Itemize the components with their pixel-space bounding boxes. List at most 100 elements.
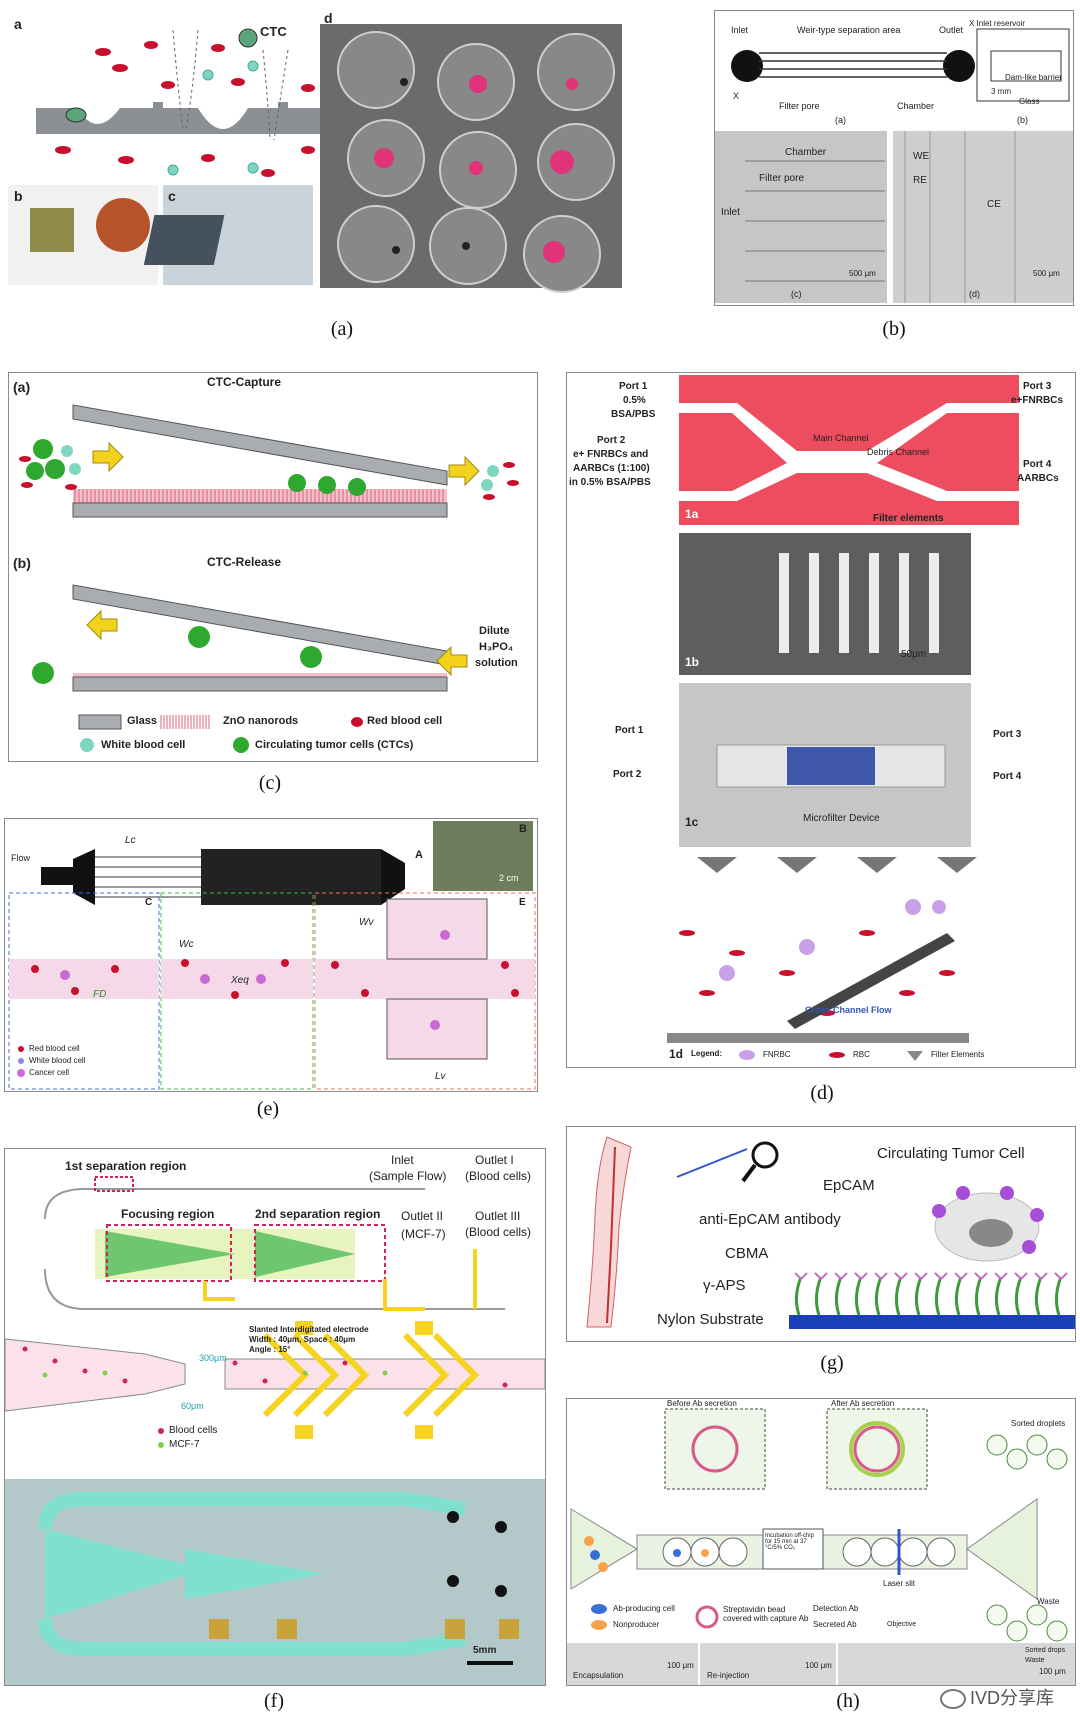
panel-g: Circulating Tumor Cell EpCAM anti-EpCAM … xyxy=(566,1126,1076,1342)
h-reinj: Re-injection xyxy=(707,1671,750,1680)
f-elec3: Angle : 15° xyxy=(249,1345,291,1354)
label-a: a xyxy=(14,16,22,32)
e-wc: Wc xyxy=(179,939,194,950)
g-epcam: EpCAM xyxy=(823,1177,875,1194)
f-focus: Focusing region xyxy=(121,1207,215,1221)
f-out3b: (Blood cells) xyxy=(465,1225,532,1239)
b-scale1: 500 μm xyxy=(849,269,876,278)
c-capture-title: CTC-Capture xyxy=(207,375,281,389)
e-lc: Lc xyxy=(125,835,136,846)
c-leg-glass: Glass xyxy=(127,715,157,727)
f-sample: (Sample Flow) xyxy=(369,1169,447,1183)
d-cross-flow: Cross Channel Flow xyxy=(805,1005,892,1015)
d-leg-rbc: RBC xyxy=(853,1050,870,1059)
d-port1: Port 1 xyxy=(619,381,648,392)
d-c-port4: Port 4 xyxy=(993,771,1022,782)
d-leg-fe: Filter Elements xyxy=(931,1050,985,1059)
c-leg-ctc: Circulating tumor cells (CTCs) xyxy=(255,739,414,751)
b-chamber: Chamber xyxy=(897,101,935,111)
d-port2d: in 0.5% BSA/PBS xyxy=(569,477,651,488)
label-c: c xyxy=(168,188,176,204)
h-waste2: Waste xyxy=(1025,1657,1045,1664)
e-leg-wbc: White blood cell xyxy=(29,1056,86,1065)
b-glass: Glass xyxy=(1019,97,1040,106)
h-secr: Secreted Ab xyxy=(813,1620,857,1629)
panel-g-graphics xyxy=(586,1136,1075,1329)
f-blood: Blood cells xyxy=(169,1425,218,1436)
f-scale: 5mm xyxy=(473,1645,497,1656)
d-1d: 1d xyxy=(669,1047,684,1061)
g-cbma: CBMA xyxy=(725,1245,769,1262)
e-xeq: Xeq xyxy=(231,975,249,986)
d-1c: 1c xyxy=(685,815,699,829)
g-nylon: Nylon Substrate xyxy=(657,1311,764,1328)
h-incub: Incubation off-chip for 15 min at 37 °C/… xyxy=(765,1533,814,1551)
c-leg-rbc: Red blood cell xyxy=(367,715,443,727)
h-sorted: Sorted droplets xyxy=(1011,1419,1066,1428)
caption-f: (f) xyxy=(264,1690,284,1712)
e-lv: Lv xyxy=(435,1071,446,1082)
panel-d-graphics xyxy=(667,375,1019,1061)
b-sub-d: (d) xyxy=(969,289,980,299)
panel-a: a b c d CTC xyxy=(8,10,682,306)
label-b: b xyxy=(14,188,23,204)
d-port3: Port 3 xyxy=(1023,381,1052,392)
b-sub-c: (c) xyxy=(791,289,802,299)
b-scale2: 500 μm xyxy=(1033,269,1060,278)
b-inlet-res: X Inlet reservoir xyxy=(969,19,1026,28)
panel-h: Before Ab secretion After Ab secretion S… xyxy=(566,1398,1076,1686)
d-port2c: AARBCs (1:100) xyxy=(573,463,650,474)
panel-b-graphics xyxy=(715,28,1073,303)
b-sub-b: (b) xyxy=(1017,115,1028,125)
d-port4b: AARBCs xyxy=(1017,473,1059,484)
d-legend: Legend: xyxy=(691,1049,723,1058)
panel-c: (a) CTC-Capture (b) CTC-Release Dilute H… xyxy=(8,372,538,762)
g-ctc: Circulating Tumor Cell xyxy=(877,1145,1025,1162)
h-laser: Laser slit xyxy=(883,1579,916,1588)
b-ce: CE xyxy=(987,199,1001,210)
e-E: E xyxy=(519,897,526,908)
e-fd: FD xyxy=(93,989,107,1000)
d-port3b: e+FNRBCs xyxy=(1011,395,1063,406)
b-3mm: 3 mm xyxy=(991,87,1011,96)
e-leg-rbc: Red blood cell xyxy=(29,1044,80,1053)
b-chamber-c: Chamber xyxy=(785,147,827,158)
e-A: A xyxy=(415,849,423,861)
d-port2: Port 2 xyxy=(597,435,626,446)
b-filter-pore: Filter pore xyxy=(779,101,820,111)
panel-a-graphics xyxy=(8,10,622,293)
e-C: C xyxy=(145,897,153,908)
caption-d: (d) xyxy=(810,1082,834,1104)
d-c-port3: Port 3 xyxy=(993,729,1022,740)
h-waste: Waste xyxy=(1037,1597,1060,1606)
d-1a: 1a xyxy=(685,507,699,521)
d-leg-fnrbc: FNRBC xyxy=(763,1050,791,1059)
f-out1: Outlet I xyxy=(475,1153,514,1167)
panel-b: Inlet Weir-type separation area Outlet X… xyxy=(714,10,1074,306)
panel-f-graphics xyxy=(5,1176,545,1685)
f-300um: 300μm xyxy=(199,1353,227,1363)
caption-g: (g) xyxy=(820,1352,844,1374)
b-outlet: Outlet xyxy=(939,25,964,35)
d-debris-channel: Debris Channel xyxy=(867,447,930,457)
d-c-port2: Port 2 xyxy=(613,769,642,780)
c-release-title: CTC-Release xyxy=(207,555,282,569)
b-inlet-c: Inlet xyxy=(721,207,740,218)
f-60um: 60μm xyxy=(181,1401,204,1411)
c-b-label: (b) xyxy=(13,555,31,571)
h-after: After Ab secretion xyxy=(831,1399,895,1408)
caption-b: (b) xyxy=(882,318,906,340)
h-before: Before Ab secretion xyxy=(667,1399,737,1408)
caption-h: (h) xyxy=(836,1690,860,1712)
h-det: Detection Ab xyxy=(813,1604,859,1613)
caption-c: (c) xyxy=(258,772,282,794)
d-filter-elements: Filter elements xyxy=(873,513,944,524)
caption-e: (e) xyxy=(256,1098,280,1120)
panel-h-graphics xyxy=(567,1408,1075,1685)
f-out1b: (Blood cells) xyxy=(465,1169,532,1183)
e-wv: Wv xyxy=(359,917,374,928)
d-device: Microfilter Device xyxy=(803,813,880,824)
d-port2b: e+ FNRBCs and xyxy=(573,449,649,460)
f-elec1: Slanted Interdigitated electrode xyxy=(249,1325,369,1334)
h-objective: Objective xyxy=(887,1621,917,1628)
